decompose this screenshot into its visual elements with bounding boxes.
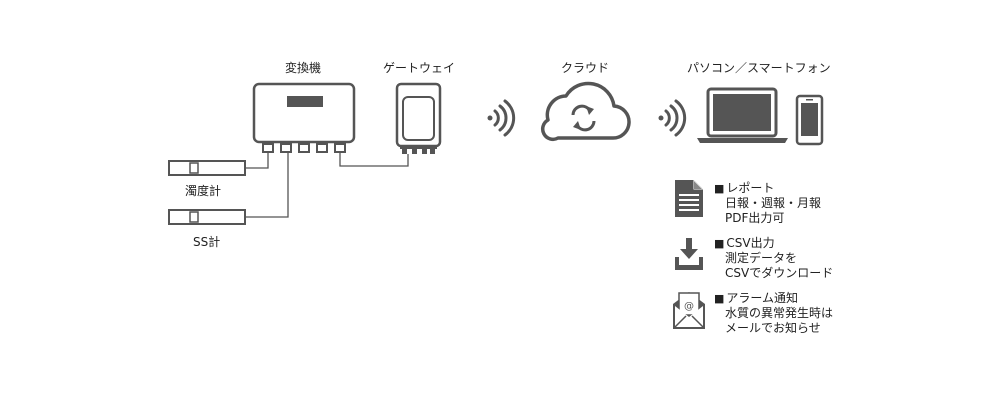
cloud-icon bbox=[541, 81, 631, 142]
feature-title: CSV出力 bbox=[714, 236, 833, 251]
feature-line: PDF出力可 bbox=[725, 211, 785, 225]
feature-line: CSVでダウンロード bbox=[725, 266, 834, 280]
gateway-label: ゲートウェイ bbox=[383, 61, 456, 75]
feature-title: レポート bbox=[714, 181, 821, 196]
feature-line: 水質の異常発生時は bbox=[725, 306, 834, 320]
feature-title: アラーム通知 bbox=[714, 291, 833, 306]
feature-report: レポート 日報・週報・月報 PDF出力可 bbox=[714, 181, 821, 226]
report-document-icon bbox=[675, 180, 703, 217]
cloud-label: クラウド bbox=[561, 61, 610, 75]
ss-meter-label: SS計 bbox=[193, 235, 221, 249]
turbidity-meter-label: 濁度計 bbox=[185, 184, 222, 198]
wireless-signal-icon bbox=[487, 99, 516, 137]
download-icon bbox=[675, 238, 703, 270]
converter-label: 変換機 bbox=[285, 61, 322, 75]
smartphone-icon bbox=[795, 94, 824, 146]
wireless-signal-icon bbox=[658, 99, 687, 137]
svg-text:@: @ bbox=[684, 301, 694, 312]
feature-alarm: アラーム通知 水質の異常発生時は メールでお知らせ bbox=[714, 291, 833, 336]
ss-meter-icon bbox=[168, 209, 246, 225]
wire-turbidity-to-converter bbox=[246, 152, 269, 169]
converter-icon bbox=[252, 82, 356, 153]
turbidity-meter-icon bbox=[168, 160, 246, 176]
feature-csv: CSV出力 測定データを CSVでダウンロード bbox=[714, 236, 833, 281]
wire-converter-to-gateway bbox=[339, 152, 409, 167]
feature-line: 測定データを bbox=[725, 251, 798, 265]
feature-line: メールでお知らせ bbox=[725, 321, 821, 335]
connection-lines bbox=[246, 152, 409, 218]
email-alert-icon: @ bbox=[673, 292, 705, 329]
devices-label: パソコン／スマートフォン bbox=[687, 61, 831, 75]
sync-icon bbox=[571, 104, 596, 132]
feature-line: 日報・週報・月報 bbox=[725, 196, 822, 210]
laptop-icon bbox=[697, 87, 788, 143]
wire-ss-to-converter bbox=[246, 152, 289, 218]
gateway-icon bbox=[395, 82, 442, 154]
